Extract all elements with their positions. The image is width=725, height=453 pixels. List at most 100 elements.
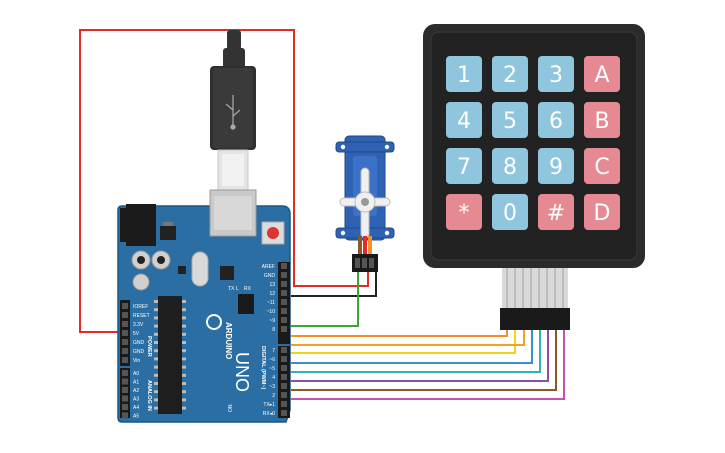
analog-pin-socket[interactable] bbox=[122, 412, 128, 419]
key-face bbox=[492, 148, 528, 184]
digital-pin-label: ~10 bbox=[267, 309, 276, 315]
key-face bbox=[446, 194, 482, 230]
keypad-key-C[interactable]: C bbox=[584, 148, 620, 184]
power-pin-socket[interactable] bbox=[122, 321, 128, 327]
key-label: # bbox=[547, 201, 565, 226]
digital-pin-label: AREF bbox=[262, 264, 275, 270]
rx-led-label: RX bbox=[244, 286, 252, 292]
digital-pin-label: 13 bbox=[269, 282, 275, 288]
digital-pin-label: 12 bbox=[269, 291, 275, 297]
atmega-chip bbox=[158, 296, 182, 414]
digital-pin-label: 4 bbox=[272, 375, 275, 381]
keypad-key-B[interactable]: B bbox=[584, 102, 620, 138]
usb-cable bbox=[210, 30, 256, 191]
key-face bbox=[584, 102, 620, 138]
digital-pin-socket[interactable] bbox=[281, 410, 287, 416]
wire-purple bbox=[291, 330, 549, 382]
analog-label: ANALOG IN bbox=[146, 380, 152, 411]
key-label: * bbox=[459, 201, 470, 226]
wire-5v-red bbox=[79, 29, 369, 333]
digital-pin-label: TX▸1 bbox=[263, 402, 275, 408]
key-face bbox=[492, 56, 528, 92]
analog-pin-socket[interactable] bbox=[122, 404, 128, 410]
digital-pin-socket[interactable] bbox=[281, 299, 287, 305]
digital-pin-label: 7 bbox=[272, 348, 275, 354]
wire-orange-2 bbox=[291, 330, 525, 346]
digital-pin-socket[interactable] bbox=[281, 347, 287, 353]
keypad-key-9[interactable]: 9 bbox=[538, 148, 574, 184]
wire-yellow bbox=[291, 330, 516, 354]
power-pin-label: RESET bbox=[133, 313, 150, 319]
servo-horn[interactable] bbox=[339, 167, 391, 239]
digital-pin-socket[interactable] bbox=[281, 326, 287, 332]
keypad-key-1[interactable]: 1 bbox=[446, 56, 482, 92]
analog-pin-socket[interactable] bbox=[122, 378, 128, 385]
power-pin-socket[interactable] bbox=[122, 357, 128, 363]
power-label: POWER bbox=[146, 336, 152, 357]
power-pin-label: 3.3V bbox=[133, 322, 144, 328]
keypad-key-4[interactable]: 4 bbox=[446, 102, 482, 138]
digital-pin-socket[interactable] bbox=[281, 290, 287, 296]
keypad-key-5[interactable]: 5 bbox=[492, 102, 528, 138]
digital-pin-label: RX◂0 bbox=[263, 411, 275, 417]
digital-pin-socket[interactable] bbox=[281, 308, 287, 314]
keypad-key-*[interactable]: * bbox=[446, 194, 482, 230]
keypad-key-7[interactable]: 7 bbox=[446, 148, 482, 184]
key-face bbox=[584, 56, 620, 92]
key-face bbox=[446, 102, 482, 138]
digital-header-lower bbox=[278, 346, 290, 418]
power-pin-socket[interactable] bbox=[122, 339, 128, 345]
digital-pin-socket[interactable] bbox=[281, 374, 287, 380]
power-pin-label: 5V bbox=[133, 331, 140, 337]
keypad-key-A[interactable]: A bbox=[584, 56, 620, 92]
keypad-key-3[interactable]: 3 bbox=[538, 56, 574, 92]
key-face bbox=[446, 56, 482, 92]
digital-pin-label: GND bbox=[264, 273, 276, 279]
key-label: 1 bbox=[457, 63, 471, 88]
digital-pin-label: ~3 bbox=[269, 384, 275, 390]
power-pin-socket[interactable] bbox=[122, 312, 128, 318]
digital-pin-socket[interactable] bbox=[281, 383, 287, 389]
key-label: 0 bbox=[503, 201, 517, 226]
keypad-key-6[interactable]: 6 bbox=[538, 102, 574, 138]
analog-pin-socket[interactable] bbox=[122, 387, 128, 393]
digital-pin-socket[interactable] bbox=[281, 401, 287, 407]
digital-pin-socket[interactable] bbox=[281, 317, 287, 323]
digital-pin-socket[interactable] bbox=[281, 392, 287, 398]
tx-led-label: TX bbox=[228, 286, 235, 292]
digital-pin-socket[interactable] bbox=[281, 356, 287, 362]
digital-pin-socket[interactable] bbox=[281, 281, 287, 287]
wire-teal bbox=[291, 330, 541, 373]
power-pin-socket[interactable] bbox=[122, 330, 128, 336]
analog-pin-socket[interactable] bbox=[122, 370, 128, 376]
digital-pin-socket[interactable] bbox=[281, 263, 287, 269]
key-label: 8 bbox=[503, 155, 517, 180]
digital-pin-socket[interactable] bbox=[281, 365, 287, 371]
key-label: B bbox=[594, 109, 609, 134]
digital-pin-socket[interactable] bbox=[281, 272, 287, 278]
analog-pin-label: A5 bbox=[133, 414, 139, 420]
reset-button[interactable] bbox=[267, 227, 279, 239]
keypad-key-D[interactable]: D bbox=[584, 194, 620, 230]
key-label: 6 bbox=[549, 109, 563, 134]
keypad-key-8[interactable]: 8 bbox=[492, 148, 528, 184]
keypad-key-0[interactable]: 0 bbox=[492, 194, 528, 230]
key-face bbox=[446, 148, 482, 184]
keypad-key-#[interactable]: # bbox=[538, 194, 574, 230]
power-pin-label: GND bbox=[133, 340, 145, 346]
ribbon-cable bbox=[506, 268, 564, 310]
analog-pin-socket[interactable] bbox=[122, 395, 128, 402]
power-pin-socket[interactable] bbox=[122, 348, 128, 354]
analog-pin-label: A4 bbox=[133, 405, 139, 411]
digital-pin-label: ~6 bbox=[269, 357, 275, 363]
keypad-key-2[interactable]: 2 bbox=[492, 56, 528, 92]
wire-orange bbox=[291, 330, 508, 337]
wire-gnd-black bbox=[291, 270, 377, 297]
wire-brown bbox=[291, 330, 557, 391]
wire-blue bbox=[291, 330, 533, 364]
power-pin-socket[interactable] bbox=[122, 303, 128, 309]
analog-pin-label: A1 bbox=[133, 380, 139, 386]
